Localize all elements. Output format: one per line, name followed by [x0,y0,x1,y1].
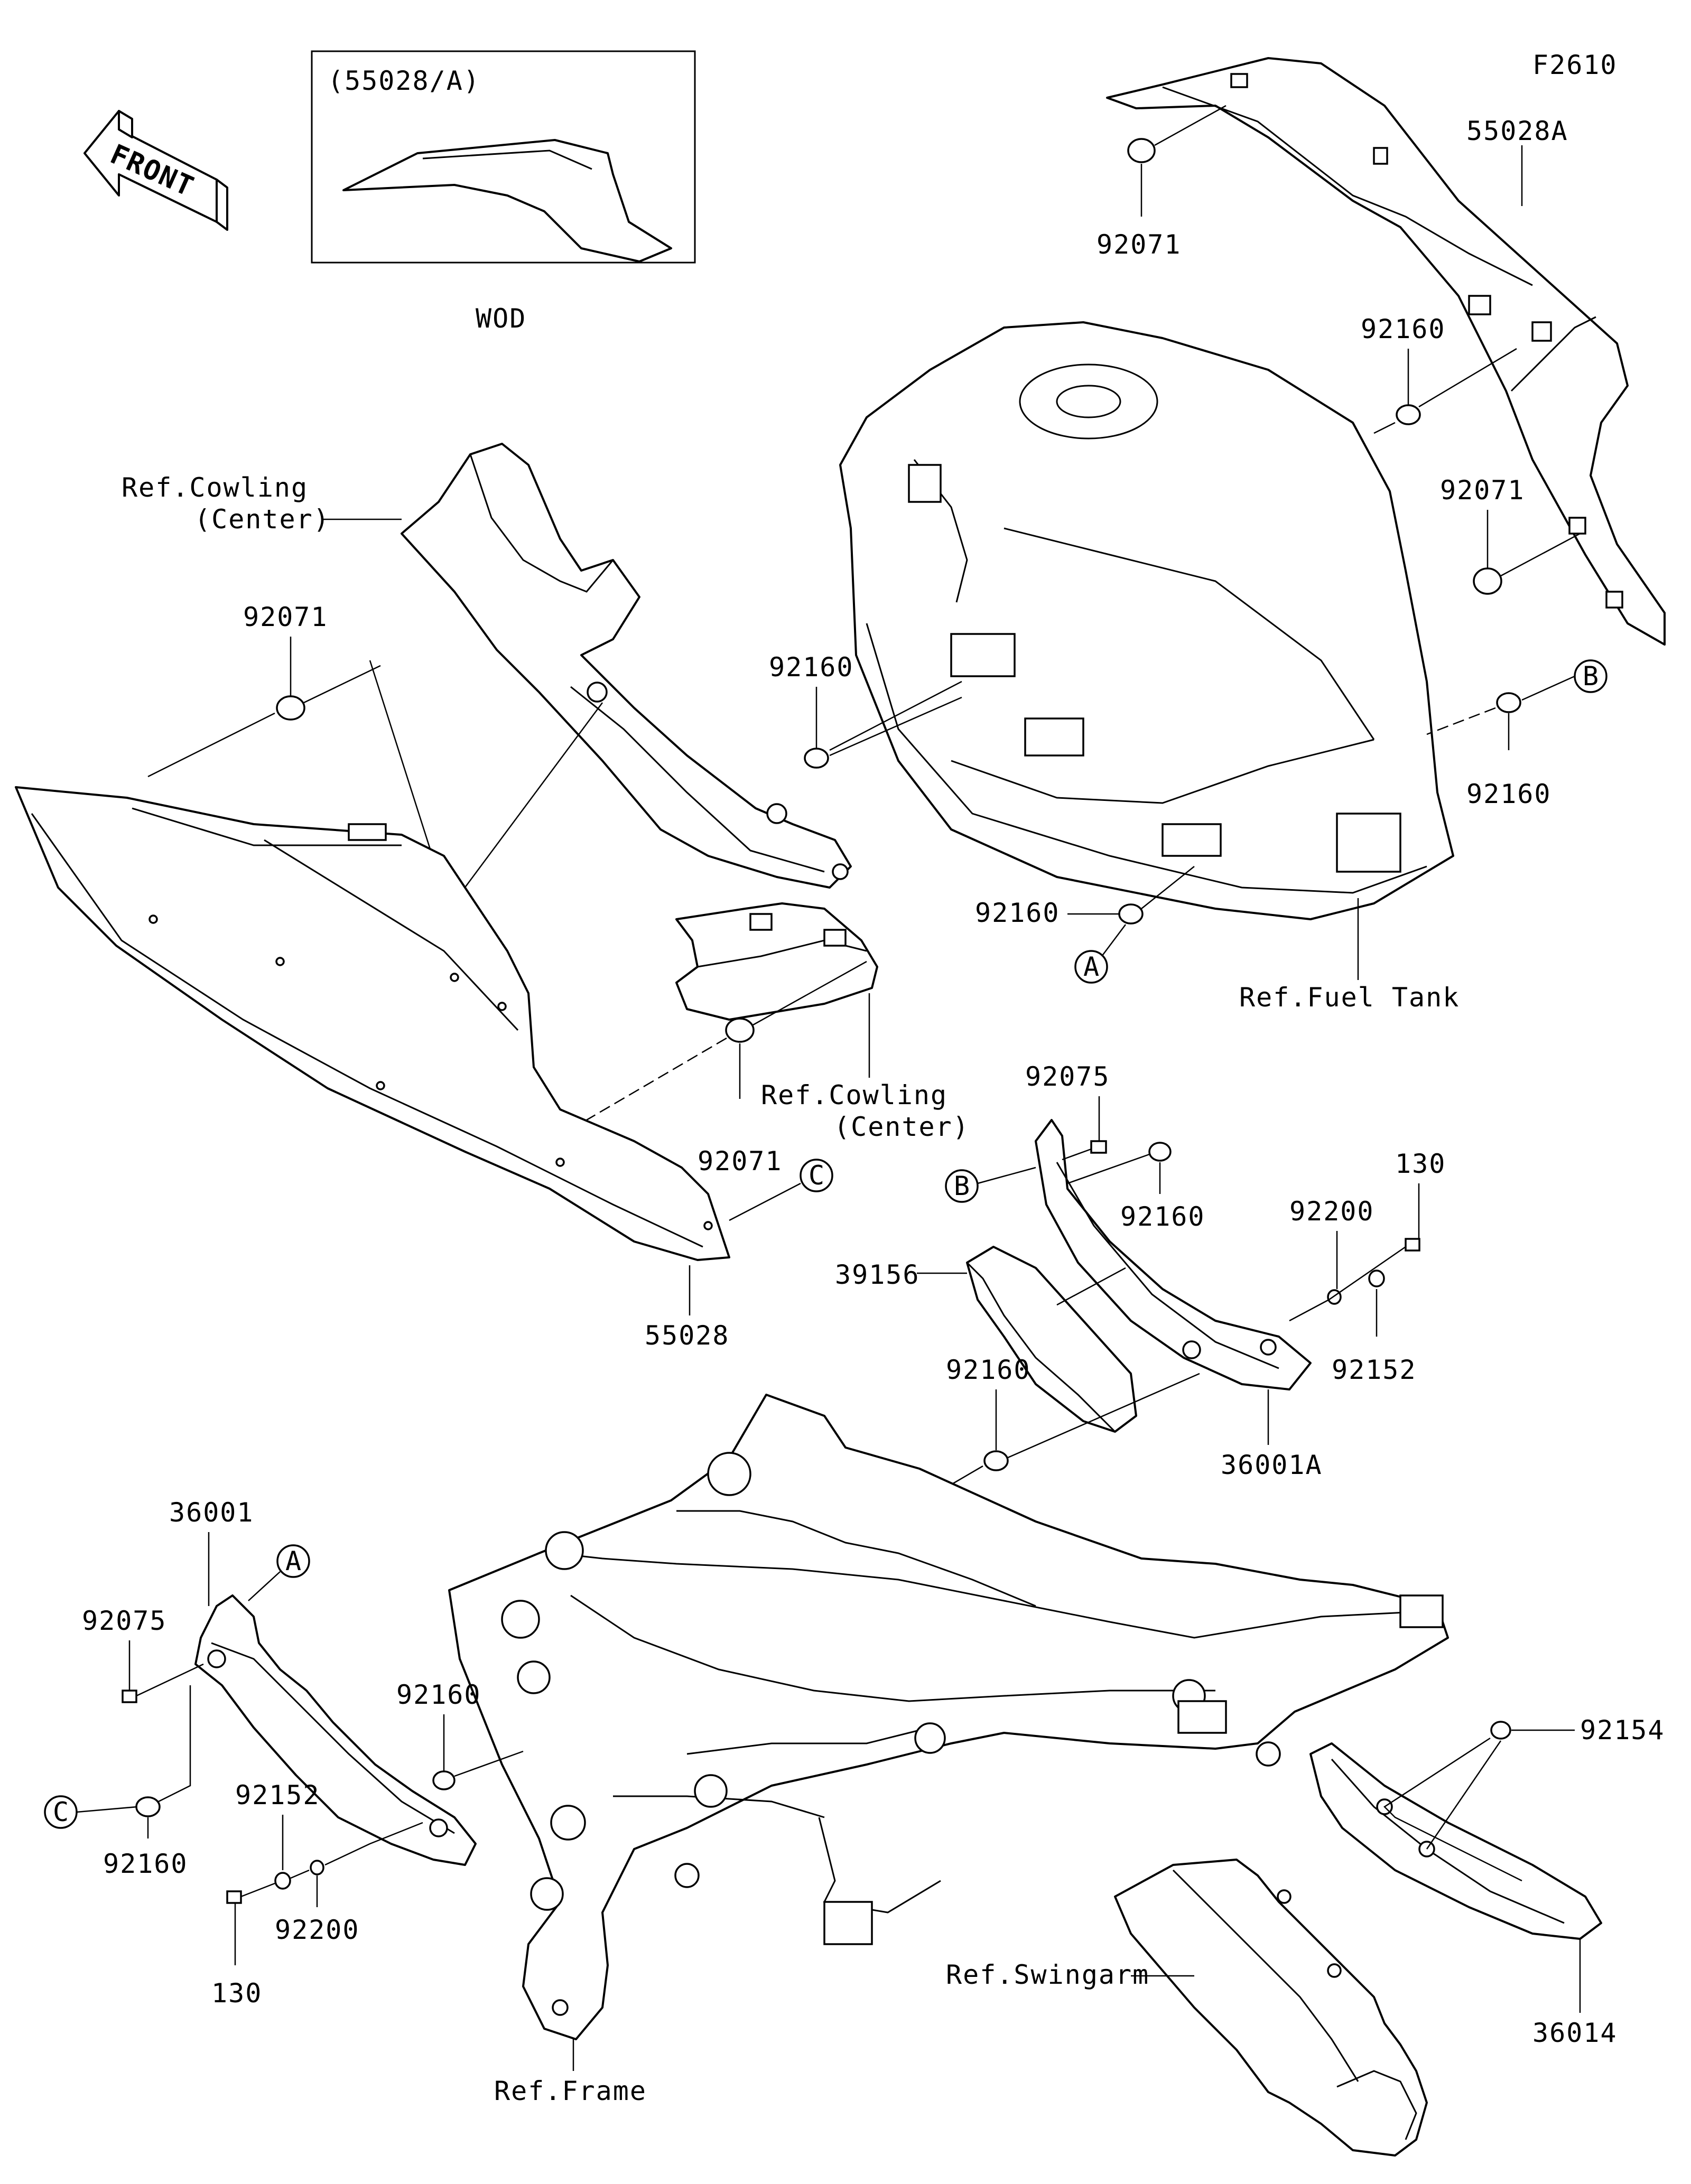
label-130-top: 130 [1395,1149,1446,1179]
callout-C-1-text: C [809,1160,825,1191]
label-ref-swingarm: Ref.Swingarm [946,1959,1149,1990]
label-55028A: 55028A [1466,116,1568,146]
label-92200-bottom: 92200 [275,1915,360,1945]
label-ref-cowling-center-1b: (Center) [194,504,330,535]
label-92071-left: 92071 [243,602,328,632]
label-ref-cowling-center-2b: (Center) [834,1112,970,1142]
cowling-center-ref-upper [401,443,852,889]
label-92071-mid: 92071 [698,1146,783,1177]
washer-92152-top [1368,1270,1385,1287]
label-92160-frame-left: 92160 [396,1679,481,1710]
callout-A-2 [276,1544,310,1578]
inset-title: (55028/A) [328,66,480,96]
label-92075-left: 92075 [82,1606,167,1636]
callout-A-1-text: A [1083,951,1100,982]
inset-cowling-shape [342,139,672,263]
bolt-92075-top [1090,1140,1107,1154]
label-92071-top: 92071 [1097,229,1182,260]
washer-92200-bottom [310,1860,324,1875]
callout-B-1-text: B [1583,661,1600,692]
grommet-92160-b [1496,692,1521,713]
pad-39156 [966,1246,1137,1433]
inset-box: (55028/A) WOD [311,50,696,334]
cowling-center-ref-lower [675,902,878,1021]
grommet-92160-tank-bottom [1118,903,1144,925]
label-ref-cowling-center-2a: Ref.Cowling [761,1080,947,1110]
label-92160-frame-top: 92160 [946,1355,1031,1385]
grommet-92160-bracket [1148,1142,1172,1162]
label-ref-frame: Ref.Frame [494,2076,647,2106]
label-130-bottom: 130 [211,1978,262,2009]
callout-A-2-text: A [285,1546,302,1576]
grommet-92071-right [1473,567,1502,595]
swingarm-ref [1114,1859,1428,2157]
label-39156: 39156 [835,1259,920,1290]
label-92160-bracket: 92160 [1120,1201,1205,1232]
bracket-36001A [1035,1119,1312,1390]
label-36001A: 36001A [1221,1450,1323,1480]
grommet-92160-tank-left [804,748,829,769]
label-92075-top: 92075 [1025,1061,1110,1092]
label-ref-fuel-tank: Ref.Fuel Tank [1239,982,1460,1013]
bolt-92075-left [122,1690,137,1703]
side-cover-55028 [15,786,730,1261]
label-92160-left: 92160 [103,1849,188,1879]
callout-B-2-text: B [954,1171,971,1201]
label-36001: 36001 [169,1497,254,1528]
label-92160-tank-left: 92160 [769,652,854,683]
washer-92152-bottom [274,1872,291,1890]
label-92200-top: 92200 [1289,1196,1374,1227]
cover-36001 [194,1594,477,1866]
grommet-92071-top [1127,138,1156,163]
label-92071-right: 92071 [1440,475,1525,506]
front-arrow-icon: FRONT [83,110,228,231]
grommet-92071-mid [725,1018,755,1043]
callout-C-1 [800,1159,833,1192]
chain-guard-36014 [1309,1742,1602,1940]
label-92154: 92154 [1580,1715,1665,1746]
inset-caption: WOD [476,303,526,334]
fuel-tank-ref [839,321,1454,920]
callout-C-2-text: C [53,1797,70,1827]
label-ref-cowling-center-1a: Ref.Cowling [122,472,308,503]
grommet-92071-left [276,695,305,721]
frame-ref [448,1394,1449,2040]
label-92160-top-right: 92160 [1361,314,1446,344]
cowling-55028A [1106,57,1666,646]
grommet-92160-frame-left [432,1770,456,1790]
callout-B-2 [945,1169,979,1203]
label-92160-tank-bottom: 92160 [975,898,1060,928]
grommet-92160-top-right [1396,404,1421,425]
label-92152-top: 92152 [1332,1355,1417,1385]
bolt-130-top [1405,1238,1420,1252]
grommet-92160-left [135,1796,161,1817]
label-92152-bottom: 92152 [235,1780,320,1810]
bolt-92154 [1490,1721,1511,1740]
label-55028: 55028 [645,1320,730,1351]
label-36014: 36014 [1532,2018,1618,2048]
label-92160-b: 92160 [1466,779,1551,809]
grommet-92160-frame-top [983,1450,1009,1471]
callout-A-1 [1074,950,1108,984]
figure-code: F2610 [1532,50,1618,80]
bolt-130-bottom [226,1890,242,1904]
